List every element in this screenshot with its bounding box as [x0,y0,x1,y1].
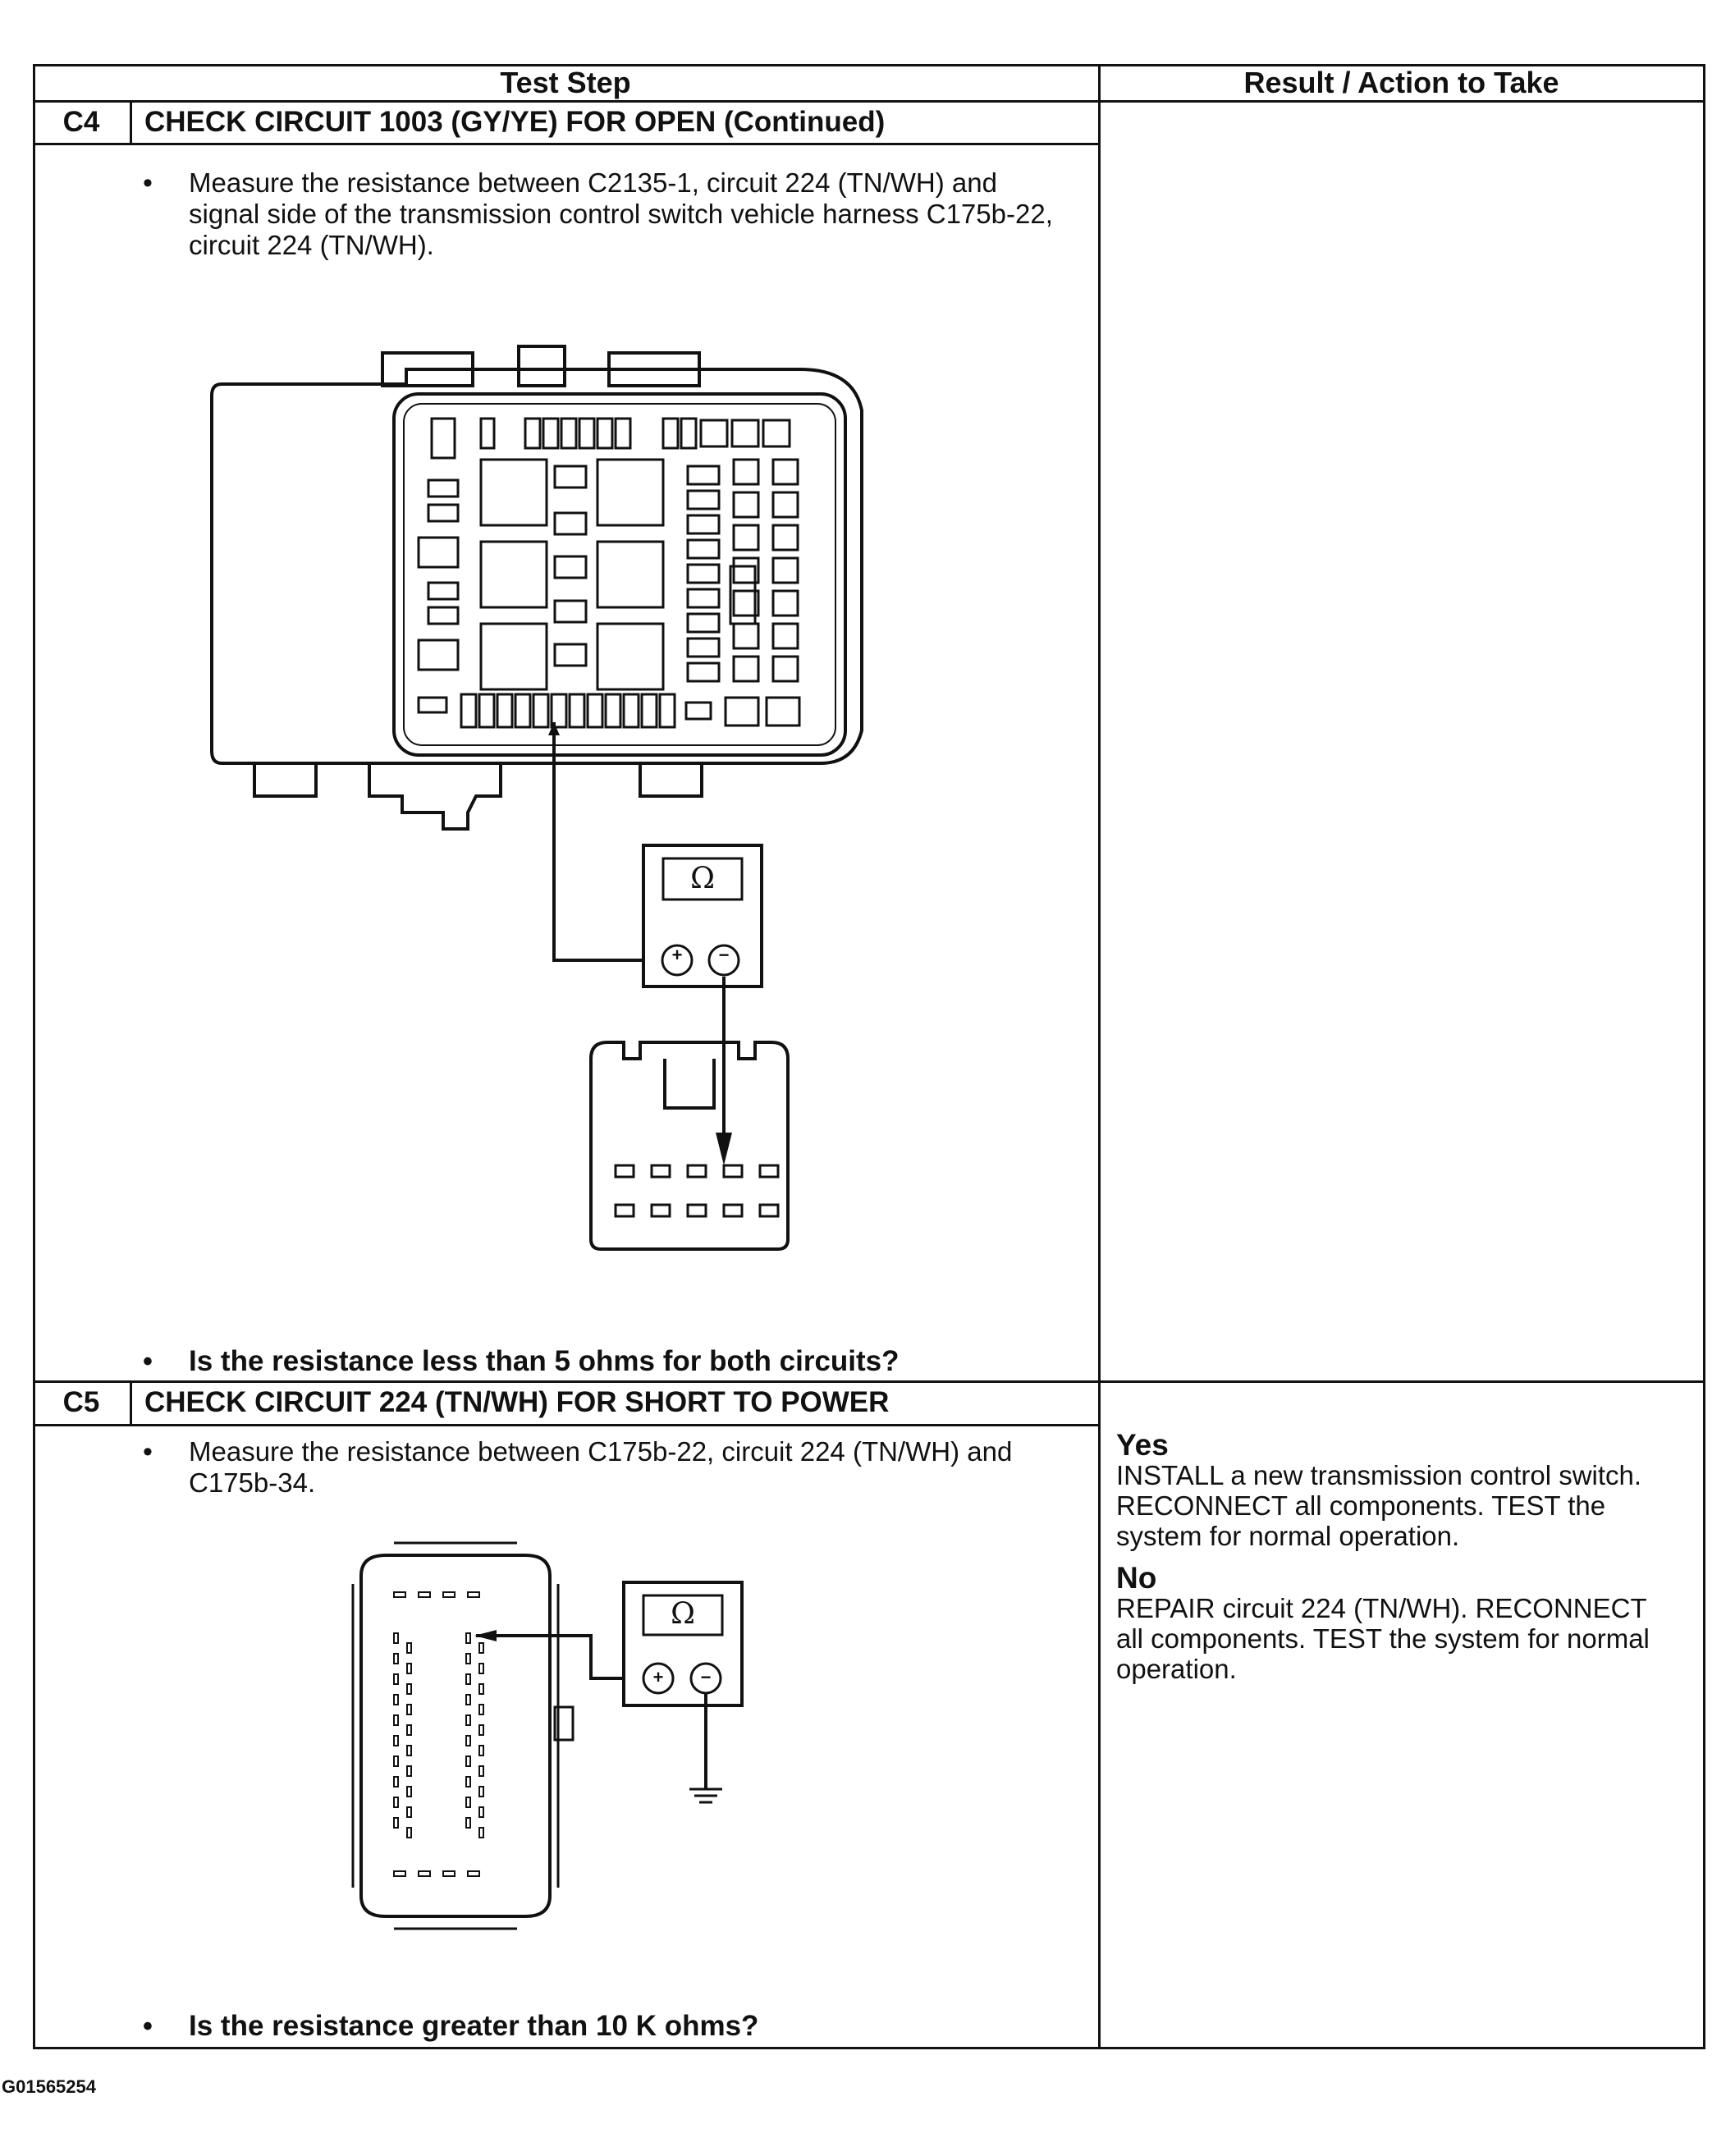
c4-question-text: Is the resistance less than 5 ohms for b… [189,1345,900,1377]
c4-meter-plus-sign: + [671,945,683,965]
c4-multimeter [548,722,763,988]
c5-connector-diagram [351,1541,744,1930]
c5-meter-plus-terminal [642,1662,675,1695]
no-action: REPAIR circuit 224 (TN/WH). RECONNECT al… [1116,1593,1650,1684]
c5-pin-columns [393,1632,484,1838]
column-divider [1098,64,1101,2049]
c4-id-divider [130,100,132,144]
bottom-mount-right [639,762,703,798]
bullet-dot: • [143,1346,153,1377]
header-result-action: Result / Action to Take [1243,66,1559,99]
no-label: No [1116,1561,1157,1595]
step-title-c5: CHECK CIRCUIT 224 (TN/WH) FOR SHORT TO P… [144,1386,890,1418]
c4-negative-probe [716,1133,732,1165]
c4-meter-display [661,857,744,901]
c5-top-border [33,1380,1705,1383]
bottom-mount-center [368,763,502,831]
header-bottom-border [33,100,1705,103]
ground-icon [689,1788,722,1804]
c5-result-no: No REPAIR circuit 224 (TN/WH). RECONNECT… [1116,1563,1674,1684]
fuse-panel-inner [403,403,836,746]
yes-action: INSTALL a new transmission control switc… [1116,1460,1642,1551]
bullet-dot: • [143,2011,153,2042]
step-id-c5: C5 [62,1386,100,1418]
c5-probe-tip [474,1630,497,1641]
table-left-border [33,64,35,2049]
c4-harness-connector [589,977,790,1251]
relay-6 [596,622,665,691]
c4-connector-latch [663,1059,716,1110]
c5-meter-ohm-symbol: Ω [671,1597,695,1631]
c5-meter-minus-sign: − [700,1667,712,1687]
c4-meter-minus-sign: − [718,945,730,965]
bullet-dot: • [143,167,153,199]
c5-connector-tab [553,1705,575,1742]
c4-meter-plus-terminal [661,944,694,977]
c4-connector-housing [589,1041,790,1251]
table-bottom-border [33,2047,1705,2049]
middle-fuse-columns [553,465,757,683]
c5-connector-outline [351,1541,560,1930]
relay-3 [479,540,548,609]
c5-instruction-text: Measure the resistance between C175b-22,… [189,1436,1013,1498]
c4-probe-tip [548,722,560,735]
relay-1 [479,458,548,527]
step-id-c4: C4 [62,106,100,138]
c4-connector-pins [614,1164,780,1218]
c4-title-bottom-border [33,143,1100,145]
right-fuse-grid [732,458,799,683]
c5-result-yes: Yes INSTALL a new transmission control s… [1116,1430,1674,1551]
c5-meter-display [642,1594,724,1636]
step-title-c4: CHECK CIRCUIT 1003 (GY/YE) FOR OPEN (Con… [144,106,886,138]
table-right-border [1703,64,1705,2049]
bottom-fuse-row [417,693,801,729]
table-top-border [33,64,1705,66]
c4-instruction-text: Measure the resistance between C2135-1, … [189,167,1053,260]
c4-meter-minus-terminal [707,944,740,977]
figure-code: G01565254 [2,2076,96,2097]
c5-id-divider [130,1380,132,1426]
yes-label: Yes [1116,1428,1169,1462]
top-connector-center [517,345,566,387]
relay-5 [479,622,548,691]
c4-meter-ohm-symbol: Ω [690,862,715,895]
bottom-mount-left [253,762,318,798]
fuse-box-housing [210,368,863,765]
header-test-step: Test Step [500,66,631,99]
c5-connector-pins [393,1591,480,1877]
c5-connector-housing [359,1554,552,1918]
c5-question-text: Is the resistance greater than 10 K ohms… [189,2010,759,2042]
c5-meter-plus-sign: + [652,1667,664,1687]
c4-fuse-box-diagram [210,345,863,831]
c4-positive-lead [552,722,677,962]
relay-2 [596,458,665,527]
fuse-panel [392,392,847,757]
c5-title-bottom-border [33,1424,1100,1426]
left-fuse-column [417,417,460,671]
bullet-dot: • [143,1436,153,1467]
top-fuse-row [479,417,791,450]
relay-4 [596,540,665,609]
